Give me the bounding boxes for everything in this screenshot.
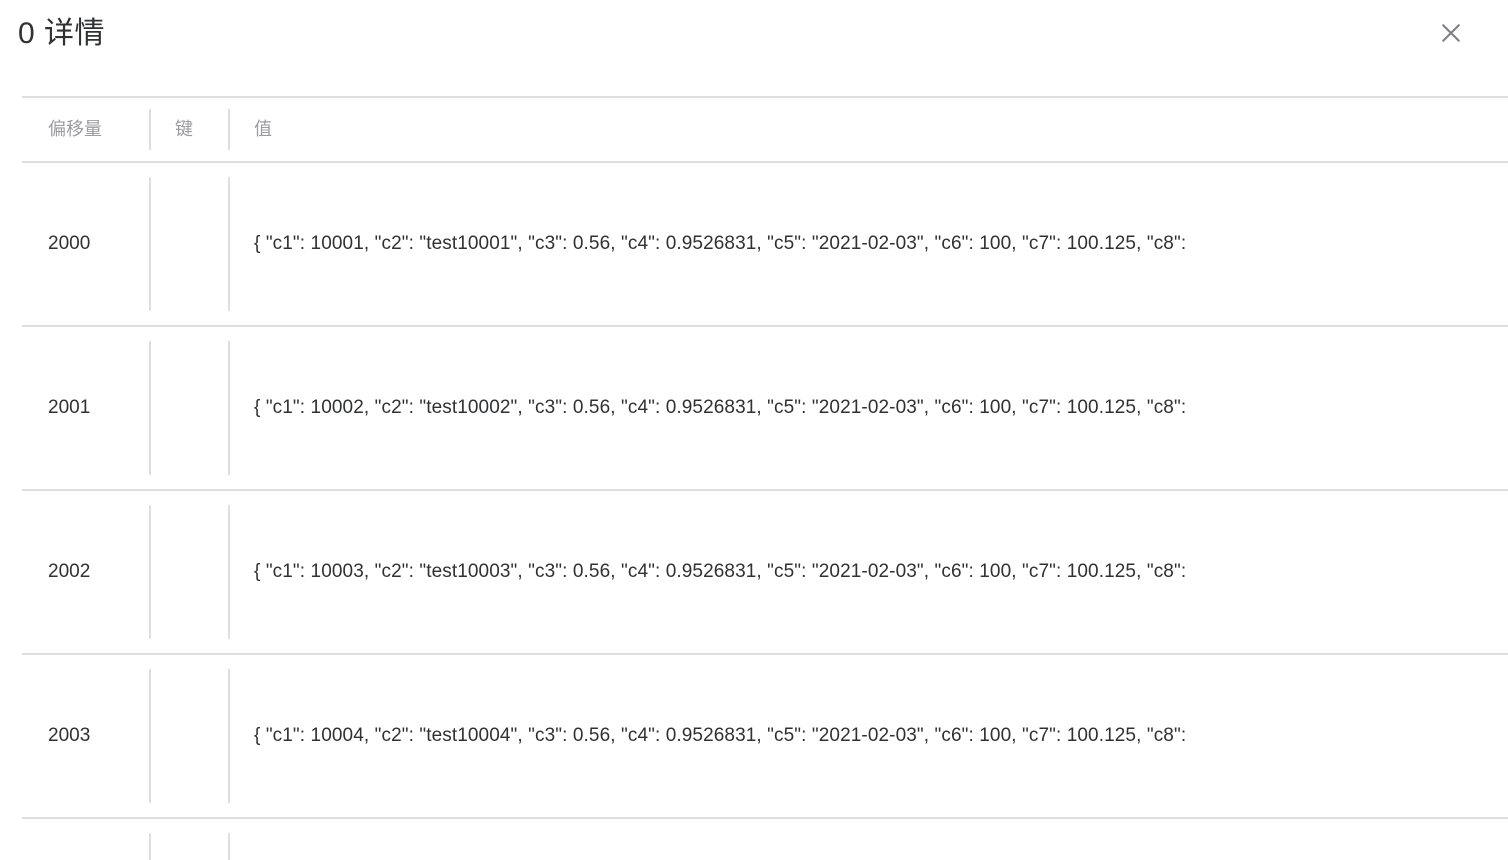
close-button[interactable] <box>1435 17 1467 49</box>
cell-value-text: { "c1": 10002, "c2": "test10002", "c3": … <box>254 397 1187 418</box>
cell-value: { "c1": 10001, "c2": "test10001", "c3": … <box>228 162 1508 327</box>
cell-key-text <box>149 231 228 257</box>
column-header-key-label: 键 <box>175 119 193 139</box>
page-title: 0 详情 <box>18 17 106 50</box>
cell-key-text <box>149 723 228 749</box>
table-row[interactable]: 2003 { "c1": 10004, "c2": "test10004", "… <box>22 654 1508 819</box>
cell-key-text <box>149 395 228 421</box>
table-header-row: 偏移量 键 值 <box>22 97 1508 163</box>
cell-value-text: { "c1": 10003, "c2": "test10003", "c3": … <box>254 561 1187 582</box>
cell-value-text: { "c1": 10001, "c2": "test10001", "c3": … <box>254 233 1187 254</box>
cell-value-text: { "c1": 10004, "c2": "test10004", "c3": … <box>254 725 1187 746</box>
cell-key <box>149 818 228 860</box>
cell-offset-text: 2001 <box>48 397 91 418</box>
cell-offset: 2002 <box>22 490 149 655</box>
column-header-value-label: 值 <box>254 119 272 139</box>
detail-table: 偏移量 键 值 2000 <box>22 96 1508 860</box>
table-row[interactable]: 2000 { "c1": 10001, "c2": "test10001", "… <box>22 162 1508 327</box>
column-header-key[interactable]: 键 <box>149 97 228 163</box>
close-icon <box>1440 22 1462 44</box>
cell-offset: 2001 <box>22 326 149 491</box>
cell-offset: 2000 <box>22 162 149 327</box>
cell-offset-text: 2002 <box>48 561 91 582</box>
column-header-offset[interactable]: 偏移量 <box>22 97 149 163</box>
cell-value: { "c1": 10004, "c2": "test10004", "c3": … <box>228 654 1508 819</box>
cell-value: { "c1": 10002, "c2": "test10002", "c3": … <box>228 326 1508 491</box>
cell-value: { "c1": 10003, "c2": "test10003", "c3": … <box>228 490 1508 655</box>
table-row[interactable] <box>22 818 1508 860</box>
column-header-value[interactable]: 值 <box>228 97 1508 163</box>
cell-offset-text: 2003 <box>48 725 91 746</box>
table-row[interactable]: 2001 { "c1": 10002, "c2": "test10002", "… <box>22 326 1508 491</box>
cell-offset <box>22 818 149 860</box>
dialog-header: 0 详情 <box>0 0 1508 78</box>
cell-value <box>228 818 1508 860</box>
cell-offset-text: 2000 <box>48 233 91 254</box>
detail-table-container[interactable]: 偏移量 键 值 2000 <box>22 96 1508 860</box>
cell-key <box>149 326 228 491</box>
column-header-offset-label: 偏移量 <box>48 119 102 139</box>
cell-key <box>149 490 228 655</box>
cell-key <box>149 162 228 327</box>
table-row[interactable]: 2002 { "c1": 10003, "c2": "test10003", "… <box>22 490 1508 655</box>
cell-key-text <box>149 559 228 585</box>
cell-key <box>149 654 228 819</box>
cell-offset: 2003 <box>22 654 149 819</box>
